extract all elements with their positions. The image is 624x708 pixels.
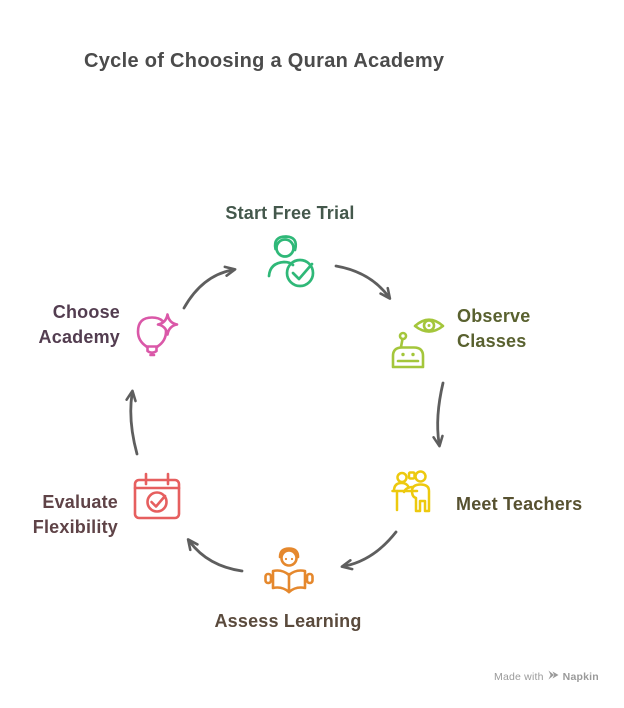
watermark-brand: Napkin	[562, 670, 599, 683]
step-label-assess-learning: Assess Learning	[214, 611, 362, 631]
step-label-evaluate-flexibility: Evaluate Flexibility	[32, 492, 118, 537]
step-label-observe-classes: Observe Classes	[457, 306, 531, 351]
calendar-check-icon	[132, 472, 182, 524]
watermark-prefix: Made with	[494, 670, 544, 683]
page-title: Cycle of Choosing a Quran Academy	[84, 50, 445, 72]
arrow-meet-to-assess	[340, 530, 398, 571]
arrow-observe-to-meet	[432, 381, 445, 448]
lightbulb-sparkle-icon	[130, 311, 180, 367]
teachers-icon	[391, 468, 447, 526]
reading-book-icon	[263, 546, 315, 602]
step-label-meet-teachers: Meet Teachers	[456, 494, 583, 514]
arrow-evaluate-to-choose	[125, 389, 139, 456]
eye-robot-icon	[390, 310, 452, 374]
step-label-choose-academy: Choose Academy	[38, 302, 120, 347]
person-check-icon	[260, 231, 322, 289]
napkin-logo-icon	[548, 670, 559, 683]
step-label-start-free-trial: Start Free Trial	[225, 203, 355, 223]
made-with-napkin-watermark: Made with Napkin	[494, 670, 599, 683]
arrow-choose-to-start	[182, 265, 237, 310]
arrow-assess-to-evaluate	[186, 538, 244, 573]
arrow-start-to-observe	[334, 264, 392, 300]
